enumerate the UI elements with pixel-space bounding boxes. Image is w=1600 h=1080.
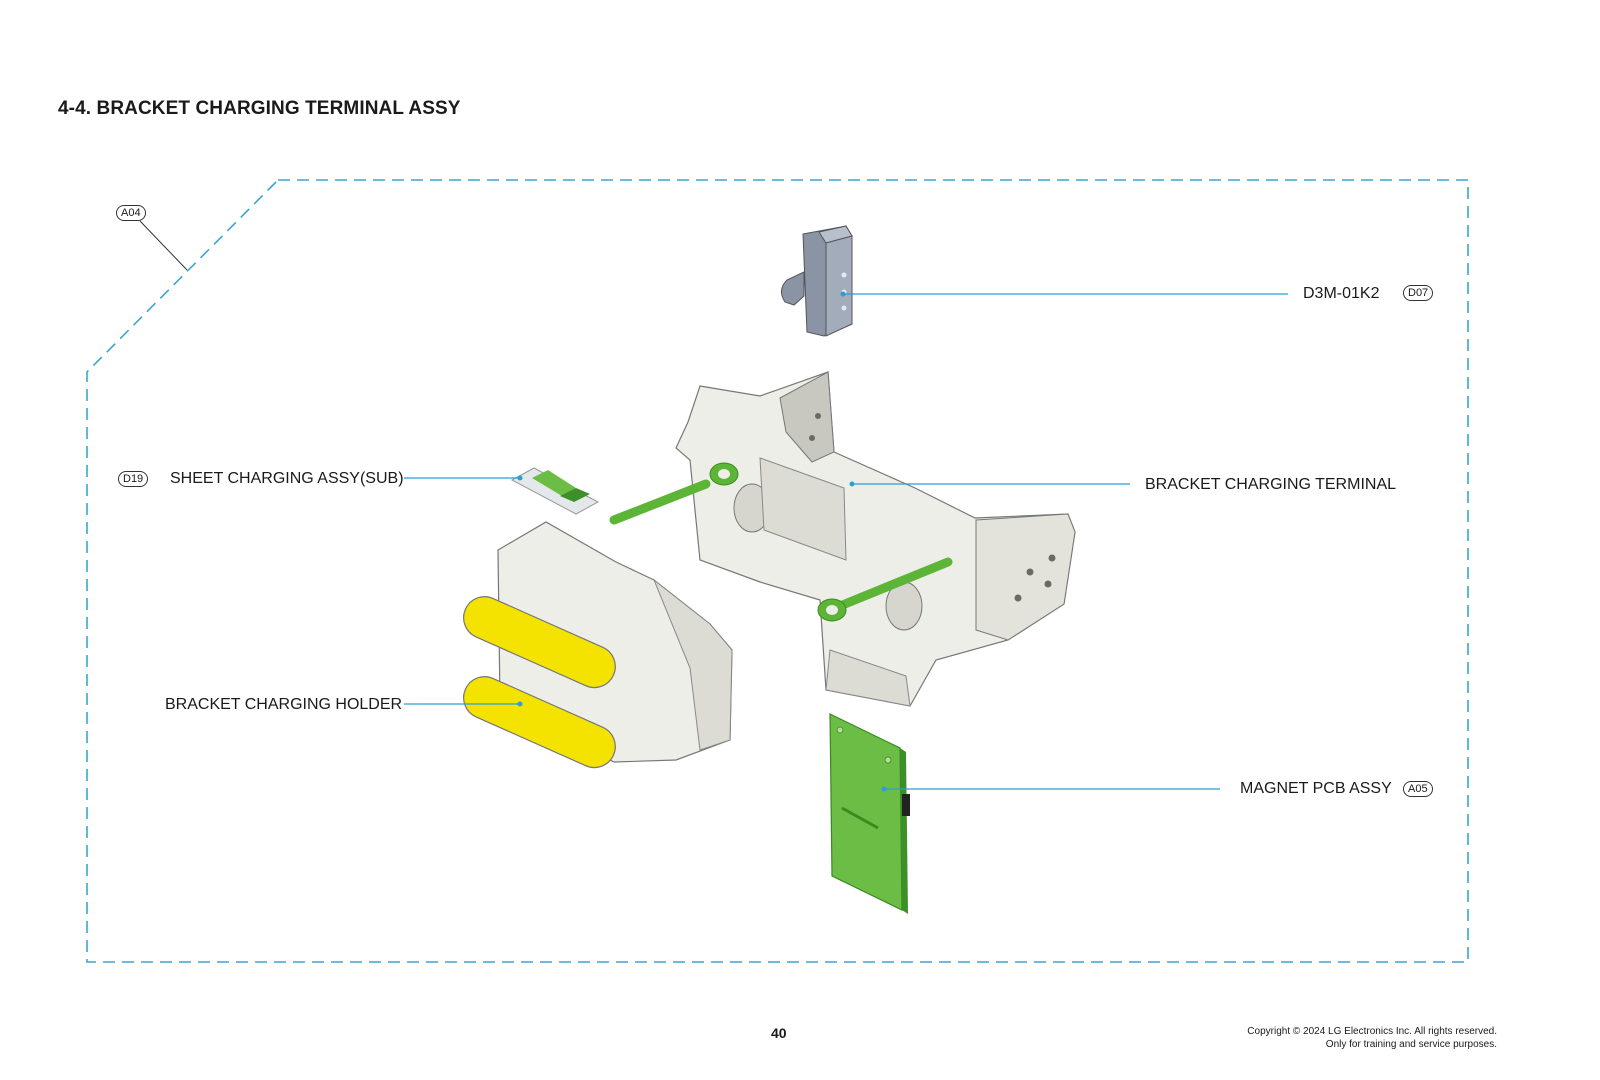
page-title: 4-4. BRACKET CHARGING TERMINAL ASSY [58, 98, 461, 119]
sheet-charging-assy-part [510, 467, 600, 515]
d19-badge: D19 [118, 471, 149, 487]
magnet-pcb-assy-label: MAGNET PCB ASSY [1240, 780, 1392, 797]
d3m-connector-part [781, 225, 853, 337]
a05-badge: A05 [1403, 781, 1433, 797]
d19-leader [404, 475, 523, 481]
a04-leader [139, 220, 188, 271]
d3m-connector-label: D3M-01K2 [1303, 285, 1380, 302]
bracket-charging-terminal-part [675, 371, 1076, 707]
magnet-pcb-assy-part [829, 713, 910, 914]
bracket-charging-holder-part [463, 521, 733, 769]
terminal-pin-lower [817, 557, 953, 622]
a05-leader [881, 786, 1220, 792]
sheet-charging-assy-label: SHEET CHARGING ASSY(SUB) [170, 470, 404, 487]
a04-badge: A04 [116, 205, 146, 221]
copyright-line: Copyright © 2024 LG Electronics Inc. All… [1247, 1026, 1497, 1037]
d07-badge: D07 [1403, 285, 1434, 301]
bracket-charging-terminal-label: BRACKET CHARGING TERMINAL [1145, 476, 1397, 493]
usage-note-line: Only for training and service purposes. [1325, 1039, 1497, 1050]
d07-leader [840, 291, 1288, 297]
terminal-pin-upper [609, 462, 739, 525]
page-number: 40 [771, 1025, 787, 1041]
bracket-holder-leader [404, 701, 523, 707]
copyright-notice: Copyright © 2024 LG Electronics Inc. All… [1247, 1025, 1497, 1051]
bracket-charging-holder-label: BRACKET CHARGING HOLDER [165, 696, 403, 713]
assembly-boundary [86, 179, 1469, 963]
bracket-terminal-leader [849, 481, 1130, 487]
